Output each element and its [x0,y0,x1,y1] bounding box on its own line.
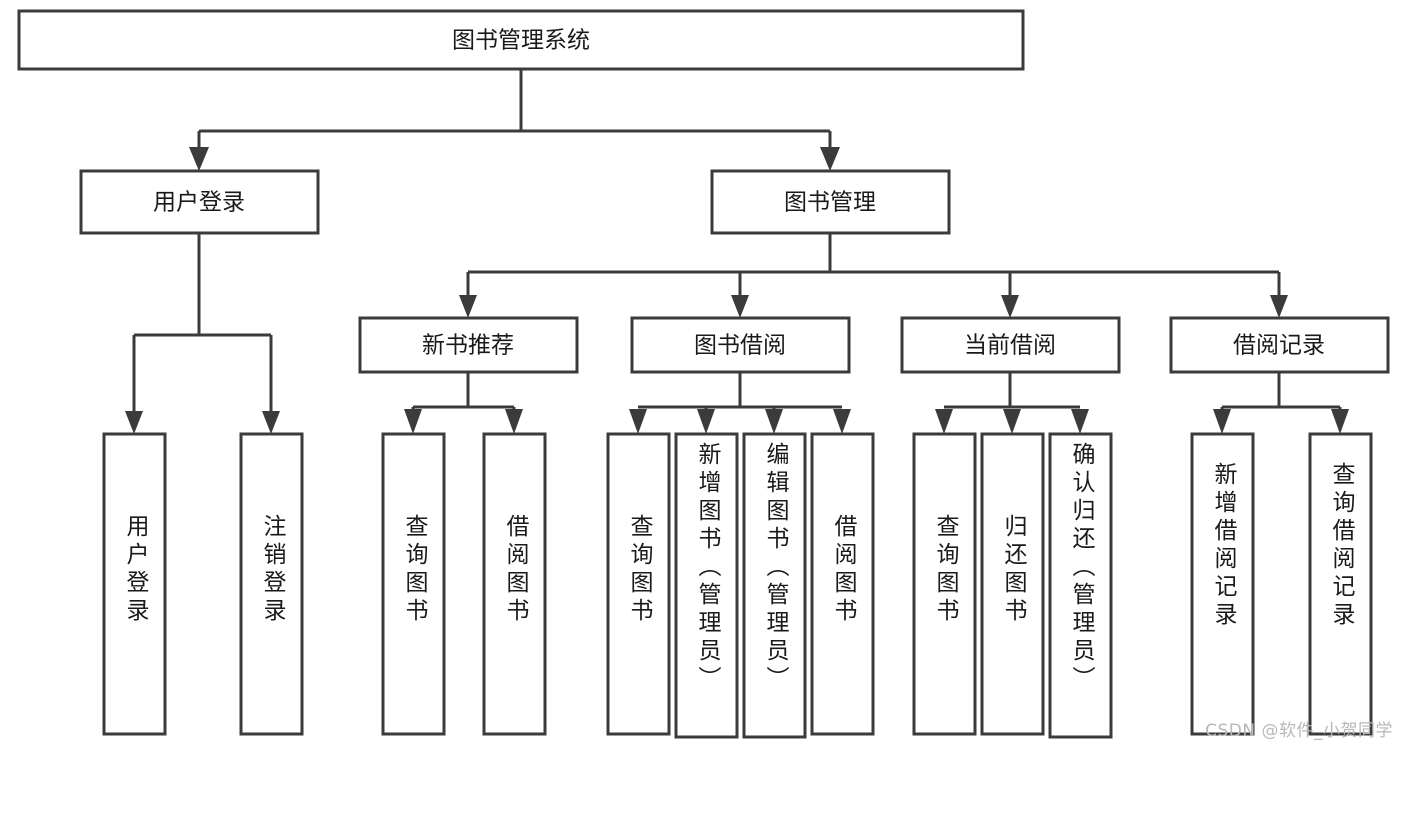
arrow-head-newbook [459,295,477,318]
node-box-leaf-query-book-2[interactable] [606,432,671,736]
node-label-borrow: 图书借阅 [694,333,786,359]
node-box-leaf-user-login[interactable] [102,432,167,736]
connectors-group [125,69,1349,434]
arrow-head-current [1001,295,1019,318]
arrow-head-leaf-query-book-3 [935,409,953,434]
node-label-current: 当前借阅 [964,333,1056,359]
node-box-leaf-edit-book[interactable] [742,432,807,739]
arrow-head-leaf-logout [262,411,280,434]
arrow-head-leaf-edit-book [765,409,783,434]
node-box-bookmgmt[interactable] [710,169,951,235]
arrow-head-leaf-user-login [125,411,143,434]
arrow-head-leaf-borrow-book-1 [505,409,523,434]
node-box-leaf-return-book[interactable] [980,432,1045,736]
node-box-leaf-query-record[interactable] [1308,432,1373,736]
arrow-head-leaf-query-record [1331,409,1349,434]
node-box-leaf-add-record[interactable] [1190,432,1255,736]
arrow-head-leaf-add-book [697,409,715,434]
node-box-leaf-borrow-book-2[interactable] [810,432,875,736]
node-box-records[interactable] [1169,316,1390,374]
nodes-group: 图书管理系统 用户登录 图书管理 新书推荐 图书借阅 当前借阅 借阅记录 [17,9,1390,739]
arrow-head-leaf-query-book-1 [404,409,422,434]
arrow-head-leaf-query-book-2 [629,409,647,434]
node-label-records: 借阅记录 [1233,333,1325,359]
csdn-watermark: CSDN @软件_小贺同学 [1205,721,1393,741]
node-box-root[interactable] [17,9,1025,71]
node-box-leaf-borrow-book-1[interactable] [482,432,547,736]
node-box-leaf-query-book-1[interactable] [381,432,446,736]
arrow-head-records [1270,295,1288,318]
node-box-login[interactable] [79,169,320,235]
node-label-login: 用户登录 [153,190,245,216]
arrow-head-bookmgmt [820,147,840,171]
arrow-head-login [189,147,209,171]
node-box-borrow[interactable] [630,316,851,374]
arrow-head-leaf-borrow-book-2 [833,409,851,434]
node-box-newbook[interactable] [358,316,579,374]
node-box-current[interactable] [900,316,1121,374]
node-label-bookmgmt: 图书管理 [784,190,876,216]
node-label-root: 图书管理系统 [452,28,590,54]
arrow-head-borrow [731,295,749,318]
node-label-newbook: 新书推荐 [422,333,514,359]
node-box-leaf-query-book-3[interactable] [912,432,977,736]
node-box-leaf-logout[interactable] [239,432,304,736]
node-box-leaf-add-book[interactable] [674,432,739,739]
arrow-head-leaf-confirm-return [1071,409,1089,434]
diagram-canvas: 图书管理系统 用户登录 图书管理 新书推荐 图书借阅 当前借阅 借阅记录 [17,9,1393,741]
flowchart-svg: 图书管理系统 用户登录 图书管理 新书推荐 图书借阅 当前借阅 借阅记录 [17,9,1390,739]
node-box-leaf-confirm-return[interactable] [1048,432,1113,739]
arrow-head-leaf-add-record [1213,409,1231,434]
arrow-head-leaf-return-book [1003,409,1021,434]
